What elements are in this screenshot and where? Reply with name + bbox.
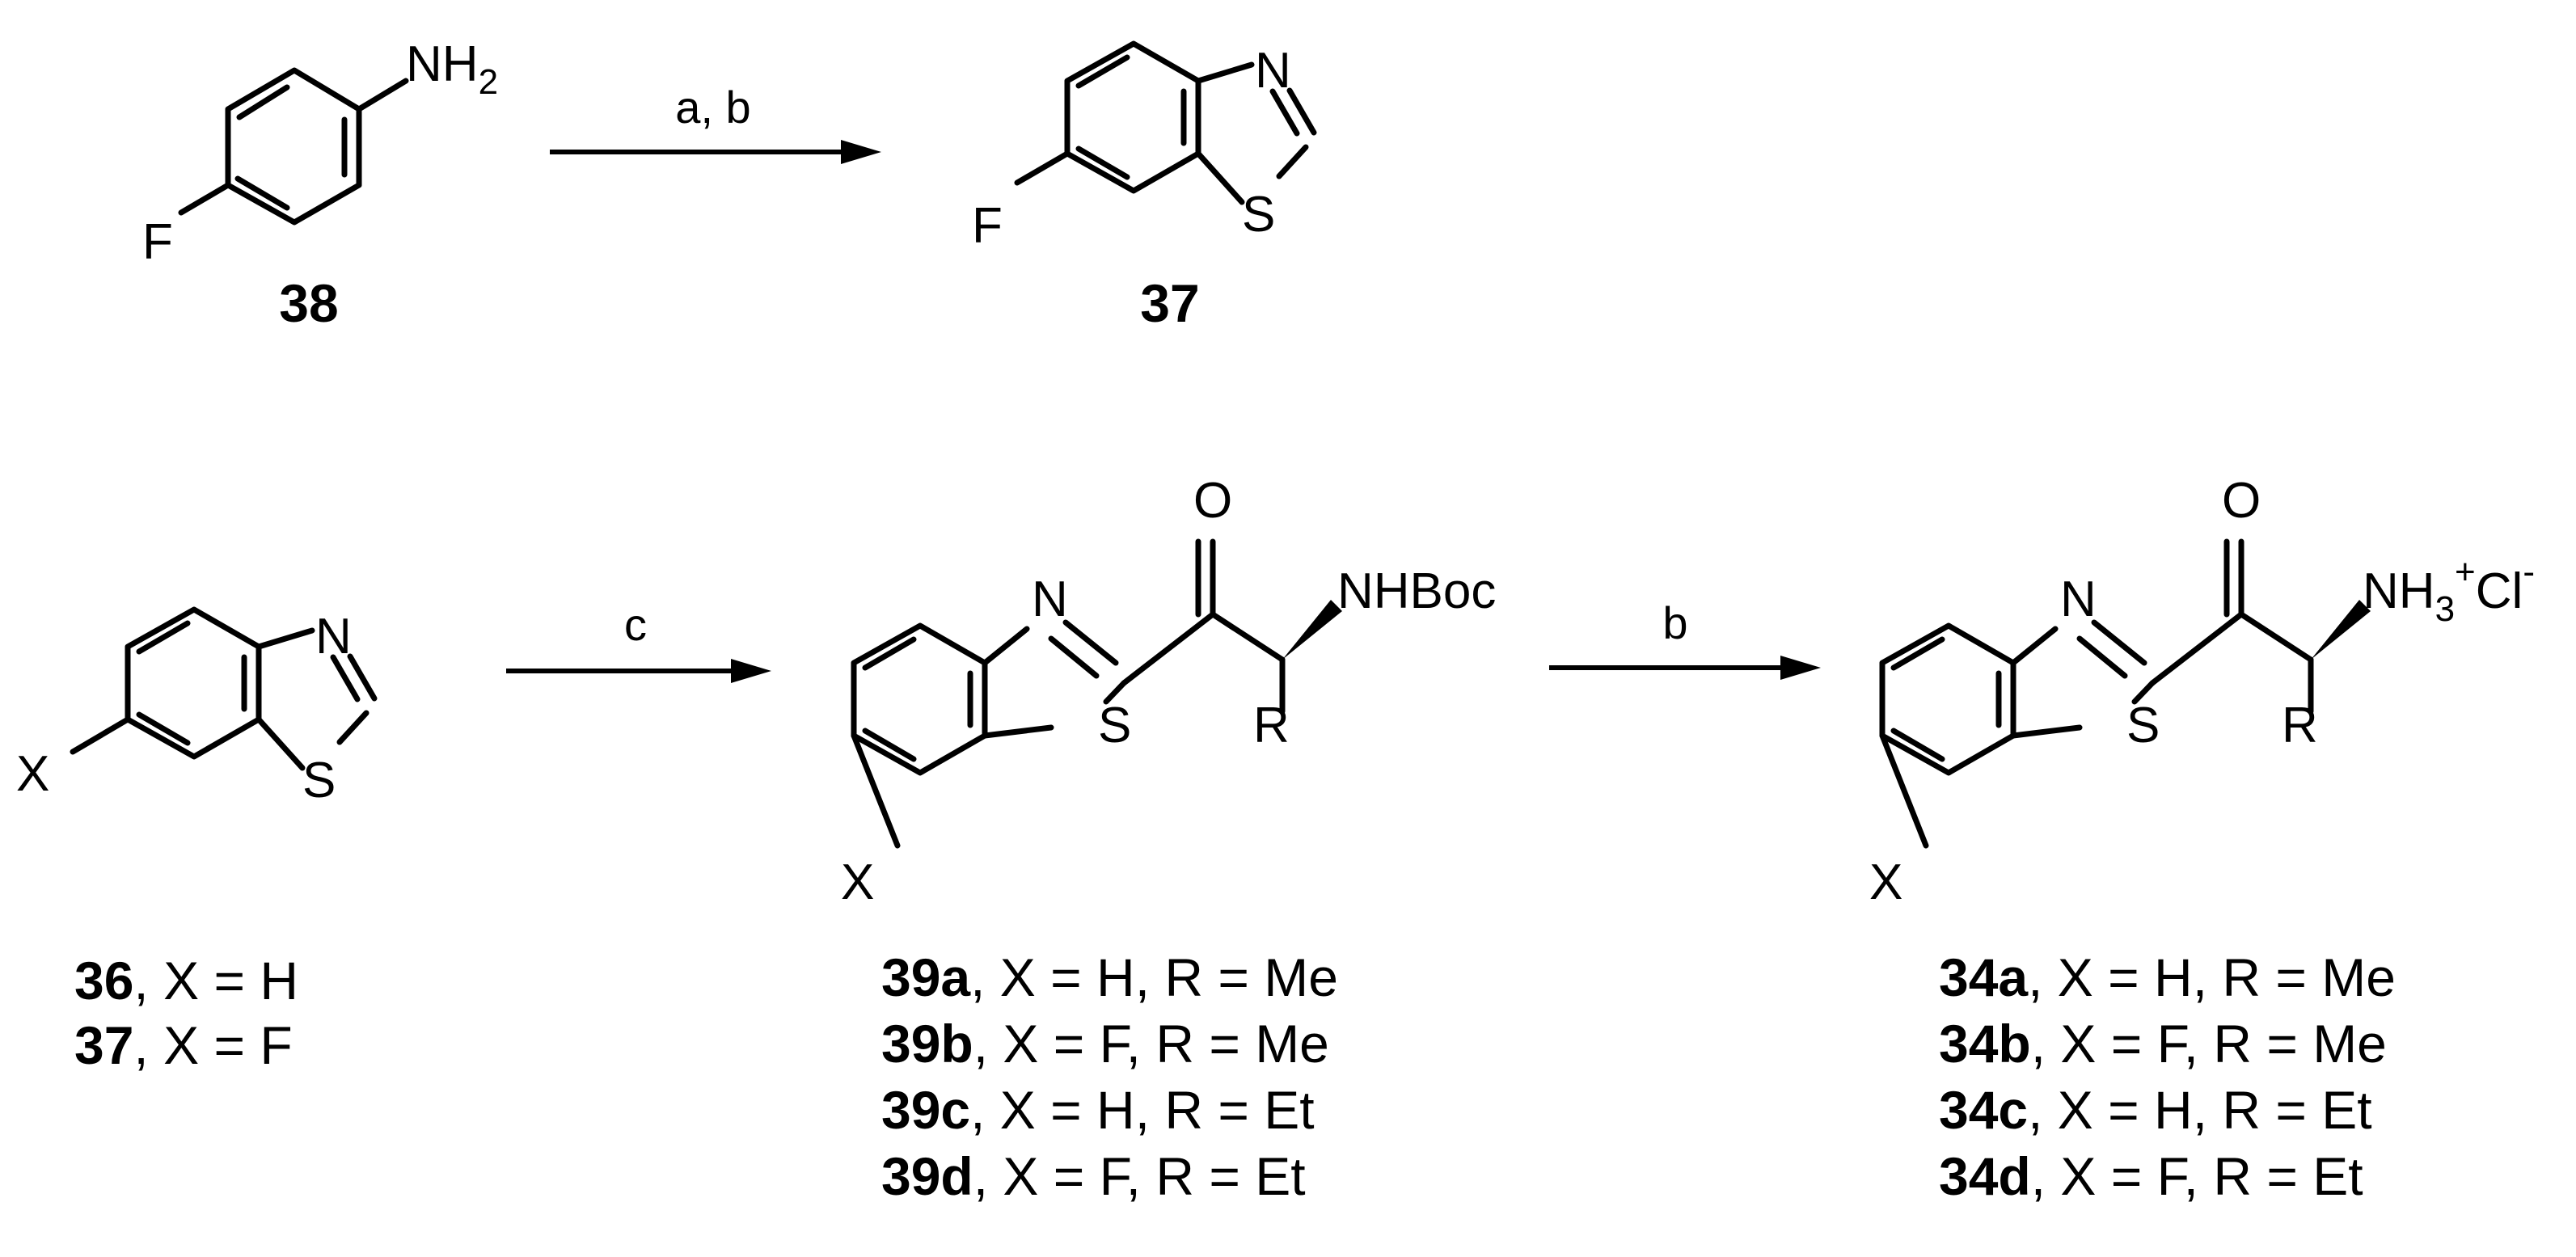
atom-n: N [315,609,352,664]
atom-n: N [2060,572,2097,627]
compound-38-label: 38 [279,273,338,333]
compound-37-label: 37 [1140,273,1199,333]
legend-line: 36, X = H [74,951,298,1010]
atom-o: O [1193,473,1232,529]
compound-38-structure: NH2 F [142,36,498,270]
legend-line: 39c, X = H, R = Et [881,1080,1315,1140]
legend-line: 39b, X = F, R = Me [881,1014,1329,1074]
compound-37-structure: N S F [972,40,1317,254]
legend-line: 34a, X = H, R = Me [1939,947,2396,1007]
compound-39-legend: 39a, X = H, R = Me 39b, X = F, R = Me 39… [881,947,1338,1206]
atom-x: X [16,746,49,802]
atom-s: S [302,753,336,808]
atom-r: R [1253,698,1290,753]
reaction-arrow-b [1549,656,1821,680]
atom-f: F [972,198,1003,254]
legend-line: 34b, X = F, R = Me [1939,1014,2387,1074]
atom-r: R [2282,698,2318,753]
atom-n: N [1032,572,1068,627]
atom-s: S [1098,698,1131,753]
reaction-arrow-c [506,659,771,683]
atom-x: X [1869,854,1902,910]
atom-x: X [841,854,874,910]
legend-line: 39d, X = F, R = Et [881,1146,1306,1206]
reagent-label-c: c [624,599,647,650]
subscript-2: 2 [479,62,498,102]
atom-nhboc: NHBoc [1337,563,1496,619]
atom-f: F [142,214,173,270]
legend-line: 34d, X = F, R = Et [1939,1146,2363,1206]
legend-line: 39a, X = H, R = Me [881,947,1338,1007]
atom-o: O [2222,473,2261,529]
compound-34-structure: N S O NH3+Cl- R X [1869,473,2535,910]
reagent-label-ab: a, b [675,82,750,133]
compound-39-structure: N S O NHBoc R X [841,473,1496,910]
reagent-label-b: b [1662,597,1687,648]
atom-s: S [2126,698,2160,753]
compound-36-37-legend: 36, X = H 37, X = F [74,951,298,1075]
atom-s: S [1242,187,1275,243]
legend-line: 37, X = F [74,1015,293,1075]
compound-34-legend: 34a, X = H, R = Me 34b, X = F, R = Me 34… [1939,947,2396,1206]
legend-line: 34c, X = H, R = Et [1939,1080,2372,1140]
atom-nh: NH2 [406,36,498,102]
reaction-arrow-ab [550,140,881,164]
atom-n: N [1255,43,1291,99]
compound-36-37-structure: N S X [16,606,378,808]
atom-ammonium-chloride: NH3+Cl- [2363,552,2535,629]
